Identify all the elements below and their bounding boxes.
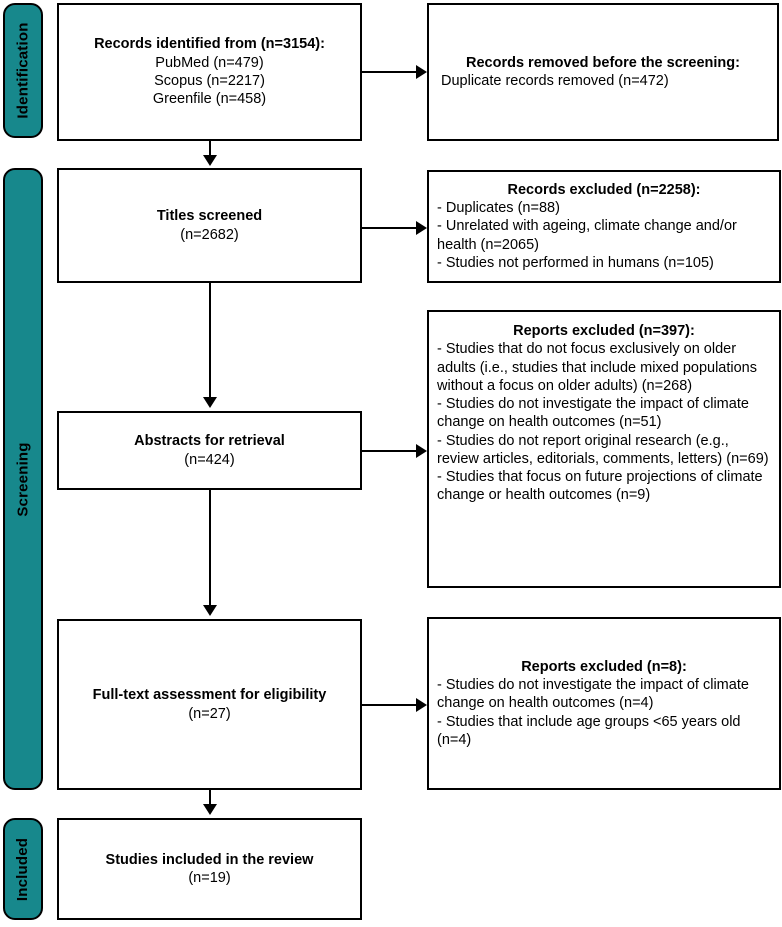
box-full-text-assessment-count: (n=27): [188, 705, 231, 722]
box-reports-excluded-8-title: Reports excluded (n=8):: [521, 658, 687, 675]
arrow-identified-to-removed: [416, 65, 427, 79]
box-reports-excluded-8-line-0: - Studies do not investigate the impact …: [437, 677, 749, 712]
box-studies-included-count: (n=19): [188, 870, 231, 886]
box-records-excluded: Records excluded (n=2258): - Duplicates …: [427, 170, 781, 283]
stage-tab-included: Included: [3, 818, 43, 920]
connector-identified-to-removed: [362, 71, 418, 73]
stage-label-screening: Screening: [14, 441, 32, 517]
stage-label-identification: Identification: [14, 22, 32, 119]
box-records-identified: Records identified from (n=3154): PubMed…: [57, 3, 362, 141]
box-records-identified-line-1: Scopus (n=2217): [154, 73, 265, 89]
box-records-excluded-lines: - Duplicates (n=88) - Unrelated with age…: [437, 199, 771, 272]
stage-tab-screening: Screening: [3, 168, 43, 790]
box-reports-excluded-397: Reports excluded (n=397): - Studies that…: [427, 310, 781, 588]
box-full-text-assessment-title: Full-text assessment for eligibility: [92, 687, 327, 704]
stage-label-included: Included: [14, 837, 32, 901]
box-reports-excluded-397-title: Reports excluded (n=397):: [513, 323, 695, 339]
box-records-excluded-title: Records excluded (n=2258):: [507, 181, 701, 198]
box-abstracts-retrieval-count: (n=424): [184, 451, 235, 468]
box-titles-screened: Titles screened (n=2682): [57, 168, 362, 283]
box-reports-excluded-397-lines: - Studies that do not focus exclusively …: [437, 340, 771, 504]
connector-identified-to-titles: [209, 141, 211, 157]
box-records-identified-line-2: Greenfile (n=458): [152, 91, 267, 108]
box-records-removed-title: Records removed before the screening:: [466, 54, 740, 71]
arrow-identified-to-titles: [203, 155, 217, 166]
box-reports-excluded-397-line-1: - Studies do not investigate the impact …: [437, 396, 749, 431]
box-titles-screened-count: (n=2682): [180, 226, 239, 243]
connector-fulltext-to-included: [209, 790, 211, 806]
box-studies-included-title: Studies included in the review: [105, 851, 314, 868]
arrow-fulltext-to-included: [203, 804, 217, 815]
box-reports-excluded-8: Reports excluded (n=8): - Studies do not…: [427, 617, 781, 790]
stage-tab-identification: Identification: [3, 3, 43, 138]
box-reports-excluded-8-lines: - Studies do not investigate the impact …: [437, 676, 771, 749]
box-records-removed-line-0: Duplicate records removed (n=472): [441, 73, 669, 89]
arrow-titles-to-abstracts: [203, 397, 217, 408]
arrow-abstracts-to-excluded: [416, 444, 427, 458]
box-titles-screened-title: Titles screened: [156, 208, 263, 225]
box-records-excluded-line-1: - Unrelated with ageing, climate change …: [437, 218, 737, 253]
arrow-fulltext-to-excluded: [416, 698, 427, 712]
box-reports-excluded-397-line-3: - Studies that focus on future projectio…: [437, 469, 763, 504]
box-records-identified-line-0: PubMed (n=479): [155, 54, 264, 71]
connector-titles-to-abstracts: [209, 283, 211, 398]
box-reports-excluded-8-line-1: - Studies that include age groups <65 ye…: [437, 713, 741, 748]
connector-abstracts-to-excluded: [362, 450, 418, 452]
connector-titles-to-excluded: [362, 227, 418, 229]
arrow-titles-to-excluded: [416, 221, 427, 235]
box-records-removed: Records removed before the screening: Du…: [427, 3, 779, 141]
box-reports-excluded-397-line-2: - Studies do not report original researc…: [437, 432, 769, 467]
box-studies-included: Studies included in the review (n=19): [57, 818, 362, 920]
box-records-excluded-line-0: - Duplicates (n=88): [437, 200, 560, 217]
box-abstracts-retrieval: Abstracts for retrieval (n=424): [57, 411, 362, 490]
arrow-abstracts-to-fulltext: [203, 605, 217, 616]
connector-fulltext-to-excluded: [362, 704, 418, 706]
connector-abstracts-to-fulltext: [209, 490, 211, 606]
box-reports-excluded-397-line-0: - Studies that do not focus exclusively …: [437, 341, 757, 394]
box-full-text-assessment: Full-text assessment for eligibility (n=…: [57, 619, 362, 790]
box-records-identified-title: Records identified from (n=3154):: [94, 36, 325, 53]
box-records-excluded-line-2: - Studies not performed in humans (n=105…: [437, 254, 714, 271]
box-abstracts-retrieval-title: Abstracts for retrieval: [134, 433, 285, 450]
